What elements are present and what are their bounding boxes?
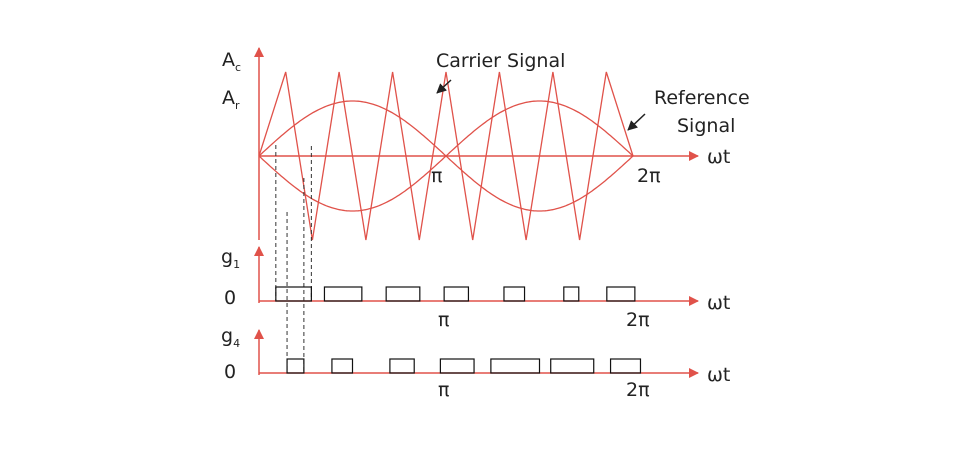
g1-pulse bbox=[275, 286, 312, 302]
reference-signal-pointer bbox=[627, 113, 646, 131]
carrier-signal-label: Carrier Signal bbox=[436, 50, 565, 72]
reference-signal-inverted-waveform bbox=[258, 100, 634, 212]
g4-pulse bbox=[490, 358, 541, 374]
reference-signal-label-line2: Signal bbox=[677, 115, 735, 137]
g4-pulse bbox=[331, 358, 354, 374]
top-y-label-b: Ar bbox=[222, 87, 240, 112]
g1-x-axis-label: ωt bbox=[707, 292, 730, 314]
reference-signal-label-line1: Reference bbox=[654, 87, 750, 109]
g1-pulse bbox=[443, 286, 470, 302]
top-y-label-a: Ac bbox=[222, 49, 241, 74]
g1-pulse bbox=[563, 286, 580, 302]
g4-pi-tick-label: π bbox=[438, 379, 449, 401]
g4-pulse bbox=[609, 358, 642, 374]
g4-pulse bbox=[286, 358, 305, 374]
g1-y-label: g1 bbox=[221, 246, 240, 271]
g1-pulse bbox=[606, 286, 636, 302]
top-x-axis-label: ωt bbox=[707, 146, 730, 168]
g4-x-axis-label: ωt bbox=[707, 364, 730, 386]
g4-zero-label: 0 bbox=[224, 361, 236, 383]
g4-two-pi-tick-label: 2π bbox=[626, 379, 650, 401]
g1-pulse bbox=[323, 286, 363, 302]
top-two-pi-tick-label: 2π bbox=[637, 165, 661, 187]
top-pi-tick-label: π bbox=[431, 165, 442, 187]
g4-pulse-train bbox=[286, 358, 642, 374]
g1-pi-tick-label: π bbox=[438, 309, 449, 331]
intersection-guide-lines bbox=[275, 145, 312, 373]
g4-pulse bbox=[389, 358, 415, 374]
g1-pulse-train bbox=[275, 286, 636, 302]
g4-y-label: g4 bbox=[221, 325, 240, 350]
g1-two-pi-tick-label: 2π bbox=[626, 309, 650, 331]
carrier-signal-waveform bbox=[258, 71, 634, 241]
g4-pulse bbox=[439, 358, 475, 374]
g1-pulse bbox=[385, 286, 421, 302]
g1-zero-label: 0 bbox=[224, 287, 236, 309]
g4-pulse bbox=[550, 358, 595, 374]
carrier-signal-pointer bbox=[436, 79, 452, 94]
g1-pulse bbox=[503, 286, 526, 302]
